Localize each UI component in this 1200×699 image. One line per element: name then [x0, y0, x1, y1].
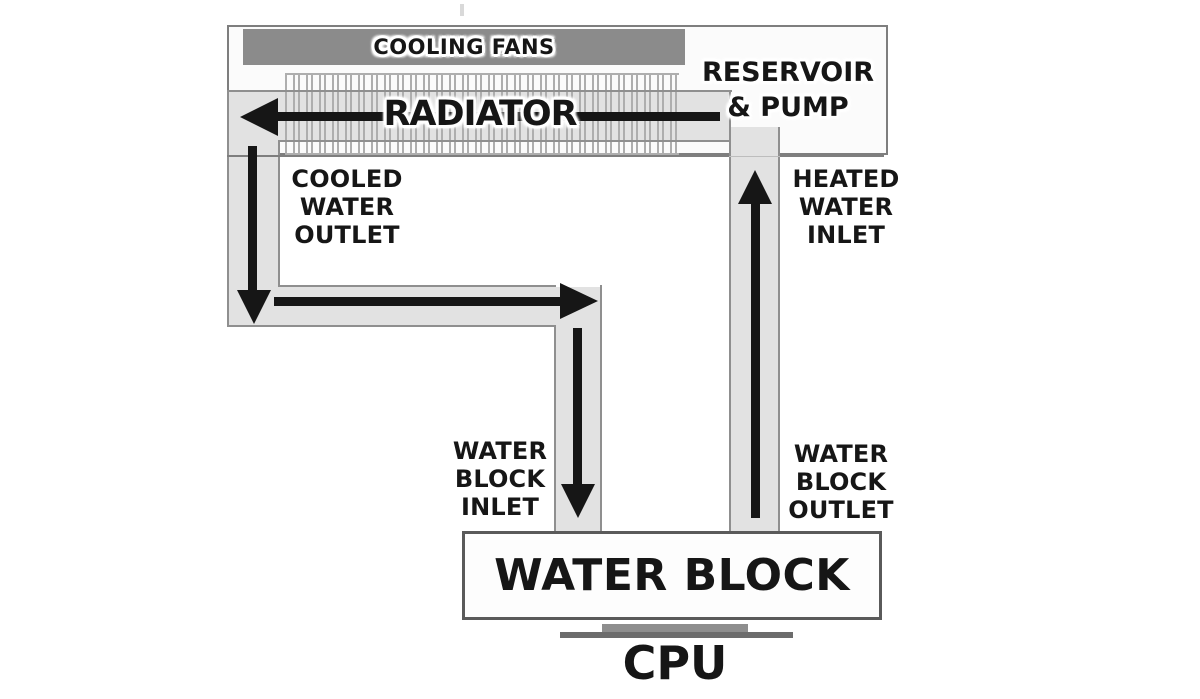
flow-arrow-middle-shaft [274, 297, 562, 306]
heated-water-inlet-label: HEATED WATER INLET [786, 165, 906, 249]
pipe-middle-horizontal [229, 287, 602, 325]
pipe-outline [229, 90, 732, 92]
flow-arrow-down-icon [561, 484, 595, 518]
water-block-outlet-label: WATER BLOCK OUTLET [780, 440, 902, 524]
label-line: WATER [452, 437, 548, 465]
pipe-outline [227, 325, 556, 327]
flow-arrow-up-icon [738, 170, 772, 204]
reservoir-pump-label: RESERVOIR & PUMP [688, 55, 888, 125]
pipe-outline [278, 140, 730, 142]
flow-arrow-cooled-shaft [248, 146, 257, 294]
pipe-outline [778, 127, 780, 533]
cpu-label: CPU [622, 636, 728, 690]
cpu-chip-bar [602, 624, 748, 633]
radiator-label: RADIATOR [383, 94, 577, 134]
label-line: RESERVOIR [701, 57, 875, 88]
label-line: WATER [793, 440, 889, 468]
cpu-base-bar [560, 632, 793, 638]
housing-bottom-border [780, 155, 884, 157]
label-line: OUTLET [788, 496, 894, 524]
pipe-outline [729, 90, 731, 533]
cooled-water-outlet-label: COOLED WATER OUTLET [287, 165, 407, 249]
label-line: INLET [460, 493, 540, 521]
label-line: WATER [299, 193, 395, 221]
label-line: & PUMP [727, 92, 849, 123]
cooling-fans-label: COOLING FANS [373, 35, 555, 59]
artifact-mark [460, 4, 464, 16]
flow-arrow-right-icon [560, 283, 598, 319]
label-line: BLOCK [795, 468, 887, 496]
label-line: BLOCK [454, 465, 546, 493]
housing-bottom-border [227, 155, 729, 157]
water-block-box: WATER BLOCK [462, 531, 882, 620]
pipe-outline [600, 285, 602, 533]
housing-bottom-border-faint [729, 156, 780, 157]
label-line: OUTLET [294, 221, 400, 249]
flow-arrow-left-icon [240, 98, 278, 136]
cooling-fans-bar: COOLING FANS [243, 29, 685, 65]
flow-arrow-down-icon [237, 290, 271, 324]
pipe-outline [278, 285, 556, 287]
water-block-label: WATER BLOCK [494, 550, 850, 601]
pipe-outline [554, 325, 556, 533]
label-line: COOLED [291, 165, 403, 193]
flow-arrow-radiator-shaft [276, 112, 720, 121]
label-line: HEATED [792, 165, 900, 193]
flow-arrow-inlet-shaft [573, 328, 582, 488]
label-line: INLET [806, 221, 886, 249]
flow-arrow-heated-shaft [751, 200, 760, 518]
pipe-outline [278, 140, 280, 287]
pipe-outline [227, 90, 229, 327]
label-line: WATER [798, 193, 894, 221]
water-block-inlet-label: WATER BLOCK INLET [440, 437, 560, 521]
